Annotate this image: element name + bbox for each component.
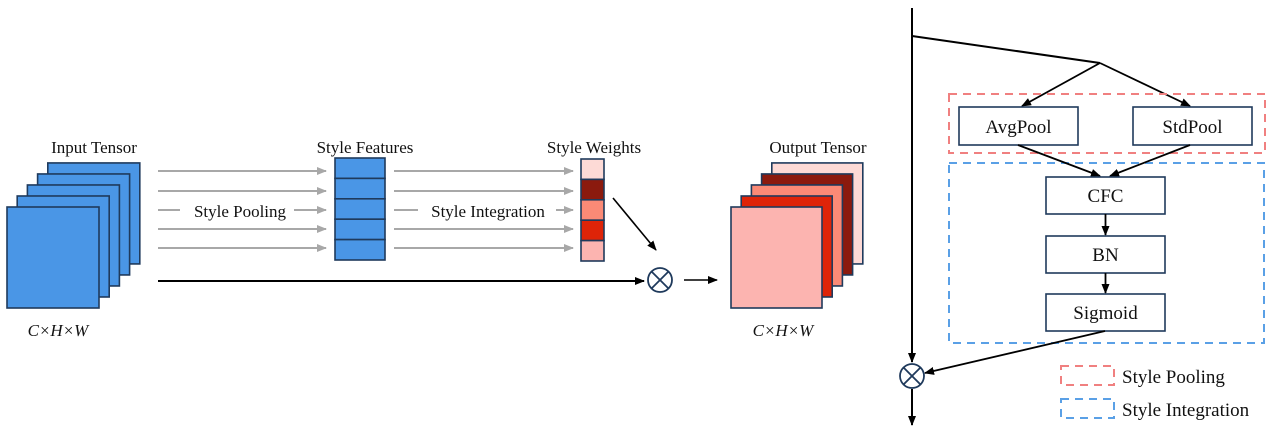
output-dims-label: C×H×W xyxy=(753,321,816,340)
input-tensor xyxy=(6,162,141,309)
output-tensor xyxy=(730,162,864,309)
weights-to-multiply-arrow xyxy=(612,197,657,251)
stdpool-to-cfc-arrow xyxy=(1109,144,1191,177)
stdpool-block: StdPool xyxy=(1132,106,1253,146)
avgpool-label: AvgPool xyxy=(985,117,1051,138)
sigmoid-to-multiply-arrow xyxy=(924,330,1106,375)
legend-swatch-style-integration xyxy=(1060,398,1115,419)
multiply-icon-right xyxy=(899,363,925,389)
style-feature-cell xyxy=(334,157,386,180)
cfc-label: CFC xyxy=(1088,186,1124,207)
style-weight-cell xyxy=(580,239,605,262)
multiply-icon xyxy=(647,267,673,293)
sigmoid-block: Sigmoid xyxy=(1045,293,1166,332)
input-tensor-label: Input Tensor xyxy=(51,138,137,157)
style-features xyxy=(334,157,386,261)
integration-label-bg xyxy=(418,200,556,222)
style-weight-cell xyxy=(580,219,605,242)
style-pooling-region xyxy=(948,93,1266,154)
branch-line xyxy=(911,35,1101,64)
branch-to-stdpool-arrow xyxy=(1099,62,1191,107)
avgpool-block: AvgPool xyxy=(958,106,1079,146)
style-integration-region xyxy=(948,162,1265,344)
style-integration-label: Style Integration xyxy=(431,202,545,221)
pooling-label-bg xyxy=(180,200,294,222)
style-weight-cell xyxy=(580,158,605,181)
style-feature-cell xyxy=(334,218,386,241)
style-feature-cell xyxy=(334,198,386,221)
output-tensor-label: Output Tensor xyxy=(769,138,867,157)
legend: Style Pooling Style Integration xyxy=(1060,365,1250,421)
style-feature-cell xyxy=(334,238,386,261)
sigmoid-label: Sigmoid xyxy=(1073,303,1138,324)
stdpool-label: StdPool xyxy=(1162,117,1222,138)
avgpool-to-cfc-arrow xyxy=(1017,144,1101,177)
bn-block: BN xyxy=(1045,235,1166,274)
style-weights-label: Style Weights xyxy=(547,138,641,157)
legend-label-style-pooling: Style Pooling xyxy=(1122,367,1225,388)
input-dims-label: C×H×W xyxy=(28,321,91,340)
bn-label: BN xyxy=(1092,245,1119,266)
style-feature-cell xyxy=(334,177,386,200)
style-features-label: Style Features xyxy=(317,138,414,157)
style-weights xyxy=(580,158,605,262)
style-weight-cell xyxy=(580,199,605,222)
cfc-block: CFC xyxy=(1045,176,1166,215)
style-weight-cell xyxy=(580,178,605,201)
branch-to-avgpool-arrow xyxy=(1021,62,1101,107)
legend-label-style-integration: Style Integration xyxy=(1122,400,1250,421)
style-pooling-label: Style Pooling xyxy=(194,202,287,221)
legend-swatch-style-pooling xyxy=(1060,365,1115,386)
input-tensor-layer xyxy=(6,206,100,309)
output-tensor-layer xyxy=(730,206,823,309)
